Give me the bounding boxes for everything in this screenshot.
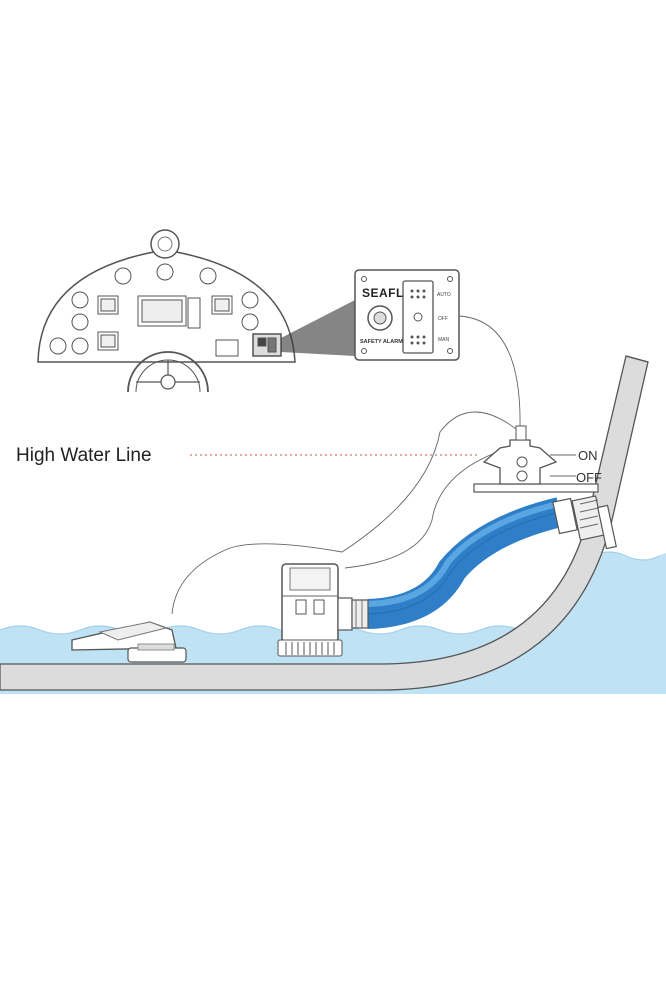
through-hull-fitting-icon — [552, 495, 617, 550]
mounting-bracket — [473, 483, 599, 493]
dashboard-top-knob-icon — [150, 229, 180, 259]
water-sensor — [71, 621, 187, 663]
high-water-line-label: High Water Line — [16, 445, 152, 466]
wiring — [171, 315, 521, 615]
switch-man-label: MAN — [438, 337, 450, 343]
discharge-hose — [367, 497, 564, 629]
zoom-cone — [281, 300, 355, 356]
float-switch: ON OFF — [473, 425, 602, 493]
switch-auto-label: AUTO — [437, 292, 451, 298]
panel-brand: SEAFLO — [362, 286, 414, 300]
switch-off-label: OFF — [438, 316, 448, 322]
rocker-switch[interactable] — [402, 280, 434, 354]
float-off-label: OFF — [576, 470, 602, 485]
bilge-pump — [277, 563, 369, 657]
boat-hull — [0, 355, 649, 691]
float-on-label: ON — [578, 448, 598, 463]
dashboard-panel — [37, 229, 296, 393]
steering-wheel-icon — [127, 351, 209, 393]
dashboard-alarm-panel-icon — [252, 333, 282, 357]
dashboard-instruments — [97, 295, 282, 357]
panel-alarm-label: SAFETY ALARM — [360, 339, 403, 345]
alarm-switch-panel: SEAFLO SAFETY ALARM AUTO OFF MAN — [354, 269, 460, 361]
dashboard-gauges — [49, 263, 259, 355]
